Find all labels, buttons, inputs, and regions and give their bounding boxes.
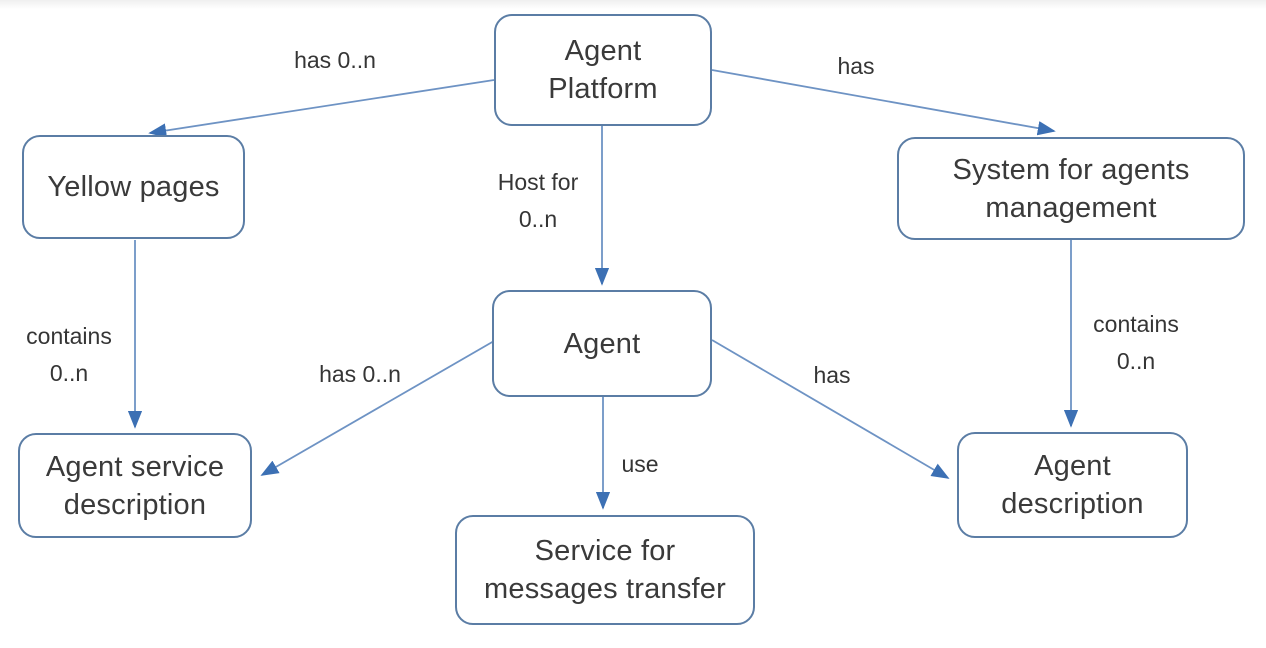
node-label-line: System for agents (952, 153, 1190, 186)
edge-label-contains-0n-left: contains 0..n (26, 323, 112, 386)
node-label-line: management (985, 191, 1157, 224)
node-label-line: Agent (564, 35, 642, 67)
edge-label-has-0n-top-left: has 0..n (294, 47, 376, 73)
node-agent-service-description: Agent service description (18, 433, 252, 538)
node-yellow-pages: Yellow pages (22, 135, 245, 239)
edge-label-has-top-right: has (837, 53, 875, 79)
node-label-line: description (63, 488, 207, 521)
top-fade-strip (0, 0, 1266, 9)
node-label-line: Agent (1034, 450, 1111, 482)
edge-label-has-0n-middle: has 0..n (319, 361, 401, 387)
node-label-line: Agent (563, 327, 641, 360)
edge-agent-platform-yellow-pages (148, 79, 495, 138)
node-label-line: messages transfer (484, 573, 726, 605)
node-label-line: Service for (534, 535, 676, 567)
node-agent-description: Agent description (957, 432, 1188, 538)
node-label-line: Agent service (45, 450, 225, 483)
edge-agent-agent-service-description (260, 340, 495, 476)
edge-label-contains-0n-right: contains 0..n (1093, 311, 1179, 374)
edge-agent-agent-description (711, 339, 950, 479)
node-label-line: description (1001, 488, 1144, 520)
node-system-for-agents-management: System for agents management (897, 137, 1245, 240)
node-agent: Agent (492, 290, 712, 397)
node-service-for-messages-transfer: Service for messages transfer (455, 515, 755, 625)
edge-label-use: use (621, 451, 659, 477)
node-label-line: Platform (548, 73, 658, 105)
node-label-line: Yellow pages (47, 171, 220, 203)
edge-label-host-for-0n: Host for 0..n (497, 169, 579, 232)
edge-agent-platform-system-for-agents-management (711, 69, 1056, 136)
edge-label-has-middle-right: has (813, 362, 851, 388)
node-agent-platform: Agent Platform (494, 14, 712, 126)
